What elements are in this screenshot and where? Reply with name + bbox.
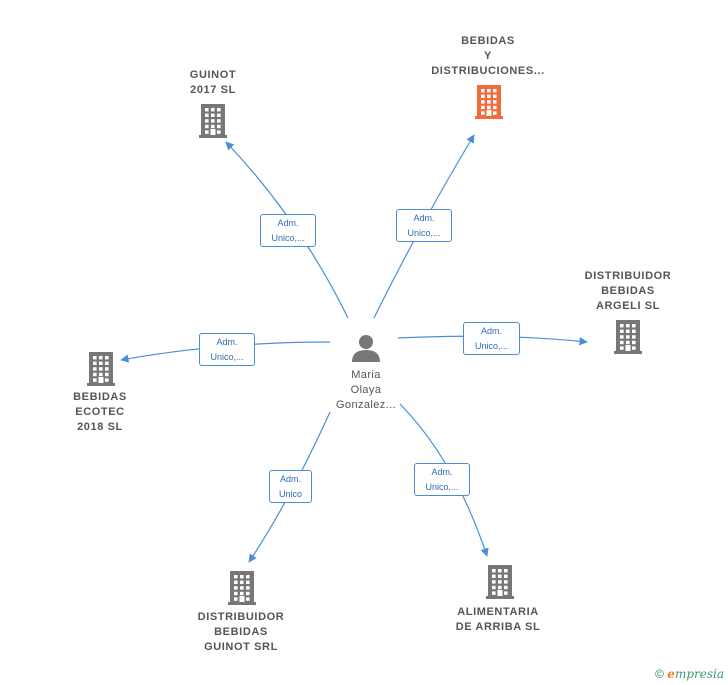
- company-name-bebidas-distribuciones[interactable]: BEBIDAS Y DISTRIBUCIONES...: [431, 35, 545, 77]
- building-icon-bebidas-distribuciones[interactable]: [475, 85, 503, 119]
- relation-label-distribuidor-guinot[interactable]: Adm. Unico: [269, 470, 312, 503]
- company-name-bebidas-ecotec[interactable]: BEBIDAS ECOTEC 2018 SL: [73, 391, 127, 433]
- relation-label-alimentaria-arriba[interactable]: Adm. Unico,...: [414, 463, 470, 496]
- relation-label-bebidas-distribuciones[interactable]: Adm. Unico,...: [396, 209, 452, 242]
- building-icon-bebidas-ecotec[interactable]: [87, 352, 115, 386]
- person-name[interactable]: Maria Olaya Gonzalez...: [335, 369, 397, 411]
- building-icon-distribuidor-argeli[interactable]: [614, 320, 642, 354]
- footer-brand: © empresia: [655, 667, 724, 681]
- relation-label-guinot-2017[interactable]: Adm. Unico,...: [260, 214, 316, 247]
- building-icon-alimentaria-arriba[interactable]: [486, 565, 514, 599]
- company-name-distribuidor-argeli[interactable]: DISTRIBUIDOR BEBIDAS ARGELI SL: [584, 270, 672, 312]
- brand-logo[interactable]: empresia: [667, 667, 724, 681]
- relation-label-distribuidor-argeli[interactable]: Adm. Unico,...: [463, 322, 520, 355]
- company-name-alimentaria-arriba[interactable]: ALIMENTARIA DE ARRIBA SL: [455, 606, 541, 633]
- copyright-symbol: ©: [655, 667, 664, 681]
- company-name-guinot-2017[interactable]: GUINOT 2017 SL: [189, 69, 237, 96]
- building-icon-distribuidor-guinot[interactable]: [228, 571, 256, 605]
- relation-label-bebidas-ecotec[interactable]: Adm. Unico,...: [199, 333, 255, 366]
- building-icon-guinot-2017[interactable]: [199, 104, 227, 138]
- person-icon[interactable]: [352, 335, 380, 362]
- company-name-distribuidor-guinot[interactable]: DISTRIBUIDOR BEBIDAS GUINOT SRL: [197, 611, 285, 653]
